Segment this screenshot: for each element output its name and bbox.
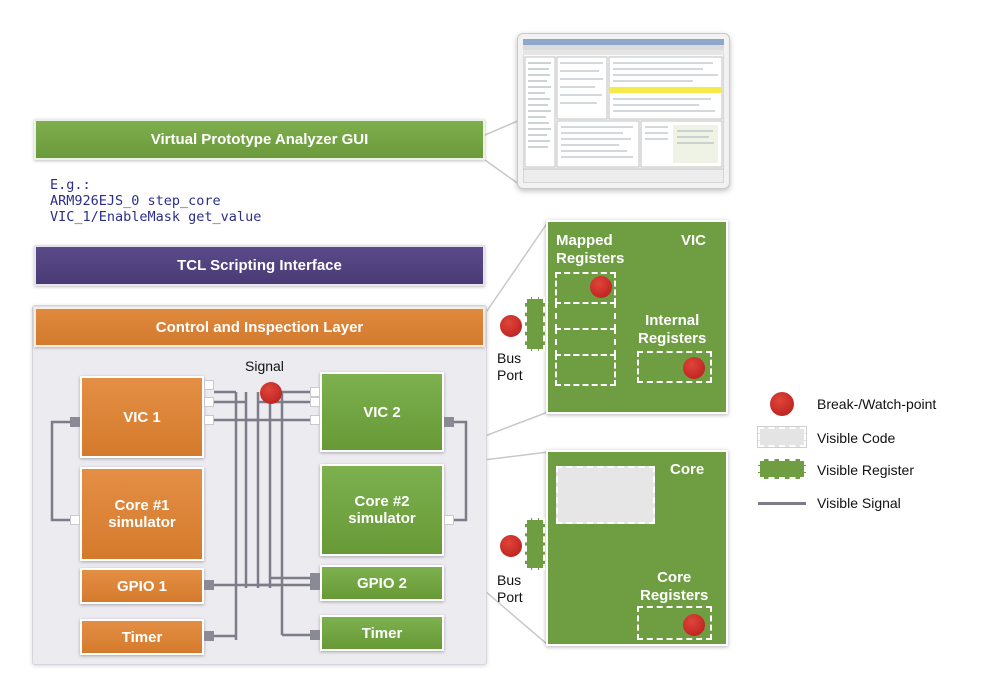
legend-code-label: Visible Code (817, 430, 896, 446)
vic2-port-right (444, 417, 454, 427)
legend-breakpoint-label: Break-/Watch-point (817, 396, 937, 412)
core2-label-line2: simulator (348, 510, 416, 527)
vic-bus-port-label: Bus Port (497, 350, 523, 384)
legend-signal-line (758, 502, 806, 505)
internal-label-line1: Internal (645, 312, 700, 329)
mapped-label-line2: Registers (556, 250, 625, 267)
tcl-bar: TCL Scripting Interface (34, 245, 485, 286)
mapped-register-4 (555, 354, 616, 386)
core2-port-right (444, 515, 454, 525)
core-bus-line2: Port (497, 589, 523, 605)
vic1-port-left (70, 417, 80, 427)
gui-screenshot-image (522, 38, 725, 184)
vic1-port-2 (204, 397, 214, 407)
vic2-port-1 (310, 387, 320, 397)
legend-breakpoint-icon (770, 392, 794, 416)
gpio1-label: GPIO 1 (116, 577, 168, 595)
core-bus-port-breakpoint (500, 535, 522, 557)
core2-block: Core #2 simulator (320, 464, 444, 556)
mapped-register-3 (555, 328, 616, 356)
legend-code-swatch (758, 427, 806, 447)
timer1-port (204, 631, 214, 641)
core-bus-port (525, 518, 545, 570)
vic-bus-line1: Bus (497, 350, 522, 366)
vic1-block: VIC 1 (80, 376, 204, 458)
core-bus-line1: Bus (497, 572, 522, 588)
core-registers-label: Core Registers (640, 569, 708, 605)
internal-register-breakpoint (683, 357, 705, 379)
timer2-port (310, 630, 320, 640)
core-panel-title: Core (670, 461, 705, 478)
vic1-label: VIC 1 (123, 408, 161, 426)
core1-label-line2: simulator (108, 514, 176, 531)
core-register-breakpoint (683, 614, 705, 636)
timer1-label: Timer (121, 628, 163, 646)
example-line-3: VIC_1/EnableMask get_value (50, 209, 262, 225)
legend-register-label: Visible Register (817, 462, 915, 478)
vic-bus-port-breakpoint (500, 315, 522, 337)
internal-register (637, 351, 712, 383)
visible-code-area (556, 466, 655, 524)
example-line-2: ARM926EJS_0 step_core (50, 193, 221, 209)
mapped-register-2 (555, 302, 616, 330)
signal-label: Signal (245, 358, 284, 374)
gui-bar: Virtual Prototype Analyzer GUI (34, 119, 485, 160)
vic1-port-1 (204, 380, 214, 390)
mapped-label-line1: Mapped (556, 232, 613, 249)
core-bus-port-label: Bus Port (497, 572, 523, 606)
timer2-label: Timer (361, 624, 403, 642)
gpio2-port-2 (310, 580, 320, 590)
gui-screenshot-thumbnail (517, 33, 730, 189)
timer2-block: Timer (320, 615, 444, 651)
gpio2-block: GPIO 2 (320, 565, 444, 601)
gpio1-block: GPIO 1 (80, 568, 204, 604)
signal-breakpoint-dot (260, 382, 282, 404)
control-bar: Control and Inspection Layer (34, 307, 485, 347)
legend-register-swatch (758, 459, 806, 479)
core2-label-line1: Core #2 (354, 493, 410, 510)
vic-panel-title: VIC (681, 232, 707, 249)
gpio1-port (204, 580, 214, 590)
vic-bus-line2: Port (497, 367, 523, 383)
core-regs-line1: Core (657, 569, 692, 586)
vic2-block: VIC 2 (320, 372, 444, 452)
vic-bus-port (525, 297, 545, 351)
core-regs-line2: Registers (640, 587, 709, 604)
example-line-1: E.g.: (50, 177, 91, 193)
mapped-register-breakpoint (590, 276, 612, 298)
gpio2-port-1 (310, 573, 320, 583)
core-register (637, 606, 712, 640)
vic1-port-3 (204, 415, 214, 425)
core1-port-left (70, 515, 80, 525)
vic2-port-3 (310, 415, 320, 425)
core1-label-line1: Core #1 (114, 497, 170, 514)
vic2-label: VIC 2 (363, 403, 401, 421)
internal-label-line2: Registers (638, 330, 707, 347)
example-commands: E.g.: ARM926EJS_0 step_core VIC_1/Enable… (50, 177, 350, 225)
core1-block: Core #1 simulator (80, 467, 204, 561)
legend-signal-label: Visible Signal (817, 495, 901, 511)
mapped-registers-label: Mapped Registers (556, 232, 624, 268)
gpio2-label: GPIO 2 (356, 574, 408, 592)
vic2-port-2 (310, 397, 320, 407)
internal-registers-label: Internal Registers (638, 312, 706, 348)
timer1-block: Timer (80, 619, 204, 655)
